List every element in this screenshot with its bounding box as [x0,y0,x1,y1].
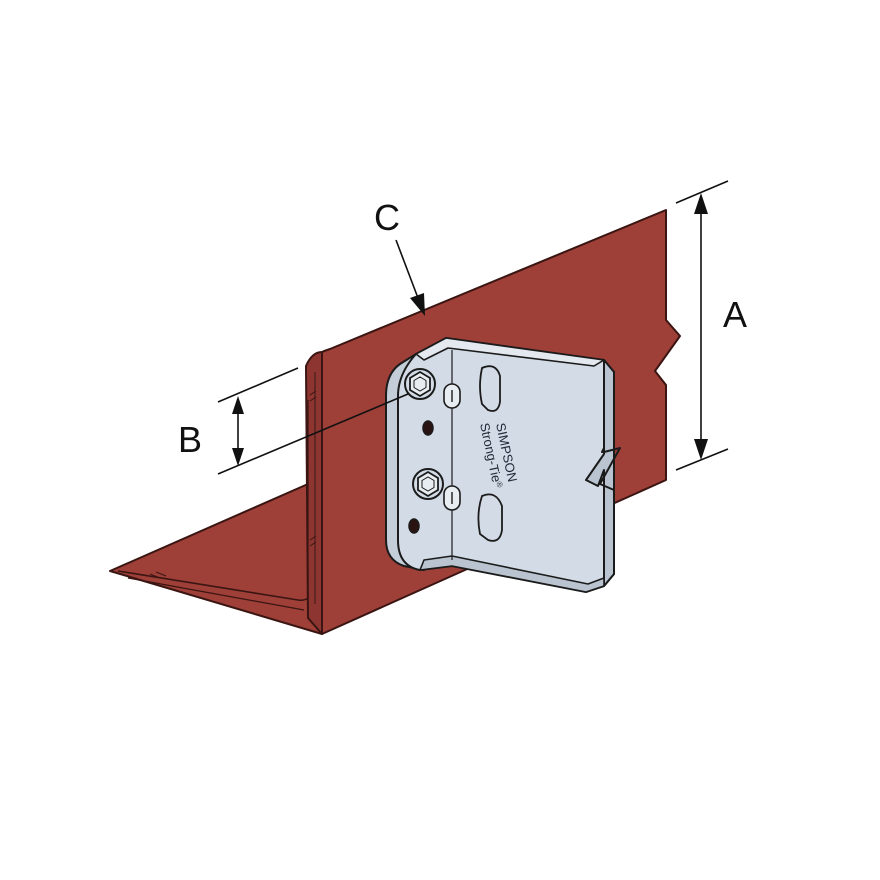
dimension-b-arrow-up-icon [232,396,244,414]
slot-hole-icon [443,383,461,409]
dimension-b-extension-bottom [217,393,409,475]
angle-heel [305,351,323,635]
bracket-bottom-lip [419,555,605,593]
round-hole-icon [408,518,420,534]
leader-c-arrow-icon [410,293,425,316]
round-hole-icon [422,420,434,436]
leader-c-line [395,239,419,299]
dimension-a-label: A [723,294,747,335]
dimension-b [217,367,409,475]
hex-bolt-icon [412,468,444,500]
dimension-a-extension-bottom [675,448,729,471]
bracket-notch [599,447,621,491]
dimension-b-extension-top [217,367,299,403]
slot-hole-icon [477,493,503,542]
bracket-right-flange [585,359,615,587]
angle-horizontal-leg [109,483,323,635]
slot-hole-icon [443,485,461,511]
dimension-a-extension-top [675,180,729,204]
angle-thickness-line [127,577,305,611]
brand-registered-mark: ® [495,481,505,489]
leader-c [395,239,425,316]
slot-hole-icon [479,365,501,412]
leader-c-label: C [374,197,400,238]
dimension-a-arrow-up-icon [694,193,708,214]
bracket: SIMPSON Strong-Tie® [385,337,621,593]
angle-fillet-line [117,570,309,602]
dimension-a-arrow-down-icon [694,439,708,460]
bracket-top-lip [415,337,605,367]
dimension-b-label: B [178,419,202,460]
angle-hatch-ticks [149,390,317,579]
hex-bolt-icon [404,368,436,400]
dimension-b-arrow-down-icon [232,448,244,466]
dimension-a [675,180,729,471]
